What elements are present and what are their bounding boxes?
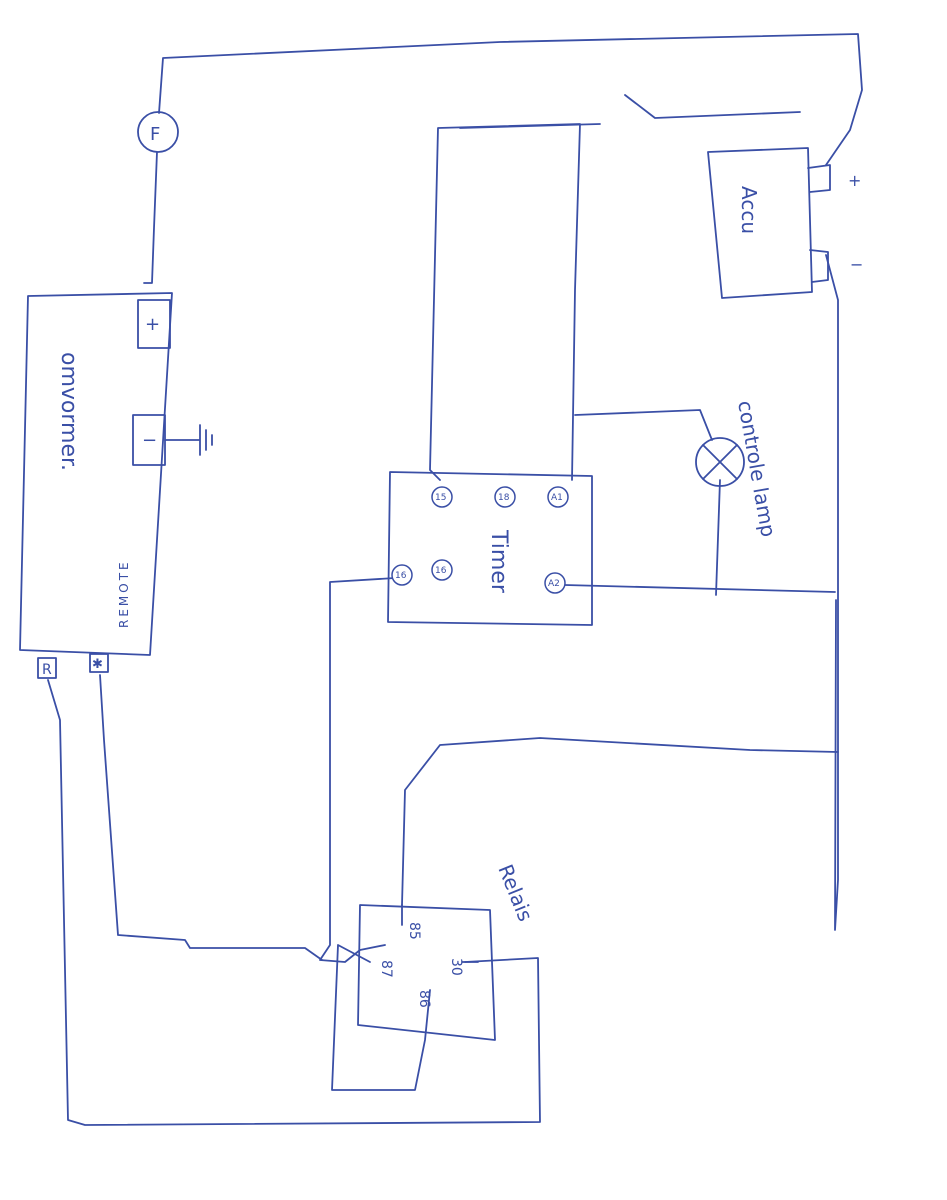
converter-box [19,292,173,656]
battery: Accu + − [707,147,863,299]
remote-side-label: REMOTE [117,559,131,628]
timer-box [387,471,593,626]
battery-plus-post [807,164,831,193]
converter-label: omvormer. [56,352,81,471]
timer-label: Timer [486,529,511,594]
battery-plus-label: + [848,171,861,190]
wire-a1-lamp [574,409,713,441]
relay-pin-label: 87 [378,960,394,978]
lamp-label: controle lamp [733,399,781,539]
timer-pin [547,486,569,508]
battery-box [707,147,813,299]
converter-plus-label: + [145,314,160,335]
remote-star-label: ✱ [92,657,103,672]
control-lamp: controle lamp [695,399,781,539]
timer-pin [544,572,566,594]
relay-box [357,904,496,1041]
remote-star-terminal [89,653,109,673]
remote-r-label: R [42,662,52,678]
fuse: F [137,111,179,153]
timer-pin [431,486,453,508]
wire-timer-15-loop [429,123,581,481]
battery-label: Accu [737,186,761,234]
timer-pin-label: A1 [551,493,563,503]
relay-pin-label: 30 [448,958,464,976]
wire-fuse-battery [158,33,863,166]
battery-minus-post [809,249,829,283]
wire-fuse-converter [143,151,158,284]
timer: Timer 15 18 A1 16 16 A2 [387,471,593,626]
converter: + − omvormer. REMOTE R ✱ [19,292,213,679]
wire-battery-minus [825,254,839,931]
converter-minus-label: − [142,430,157,451]
wire-top-short [459,123,601,129]
relay-pin-label: 86 [416,990,432,1008]
timer-pin-label: 16 [395,571,407,581]
timer-pin [431,559,453,581]
wire-right-relay-85 [401,737,839,906]
timer-pin [494,486,516,508]
timer-pin [391,564,413,586]
battery-minus-label: − [850,255,863,274]
converter-plus-terminal [137,299,171,349]
wire-timer16-relay [319,577,396,963]
remote-r-terminal [37,657,57,679]
timer-pins: 15 18 A1 16 16 A2 [391,486,569,594]
wire-remote-star [99,674,323,961]
lamp-cross [702,444,738,480]
wire-lamp-a2 [715,479,721,596]
fuse-label: F [150,124,160,145]
wire-a2-right [564,584,836,593]
relay-pins: 85 87 30 86 [378,922,464,1008]
timer-pin-label: 18 [498,493,510,503]
fuse-icon [137,111,179,153]
wires [47,33,863,1126]
timer-pin-label: 16 [435,566,447,576]
relay-label: Relais [493,861,537,925]
timer-pin-label: A2 [548,579,560,589]
relay-pin-label: 85 [406,922,422,940]
wire-top-right [624,94,801,119]
timer-pin-label: 15 [435,493,446,503]
lamp-icon [695,437,745,487]
ground-icon [164,424,213,456]
wire-remote-r [47,679,541,1126]
